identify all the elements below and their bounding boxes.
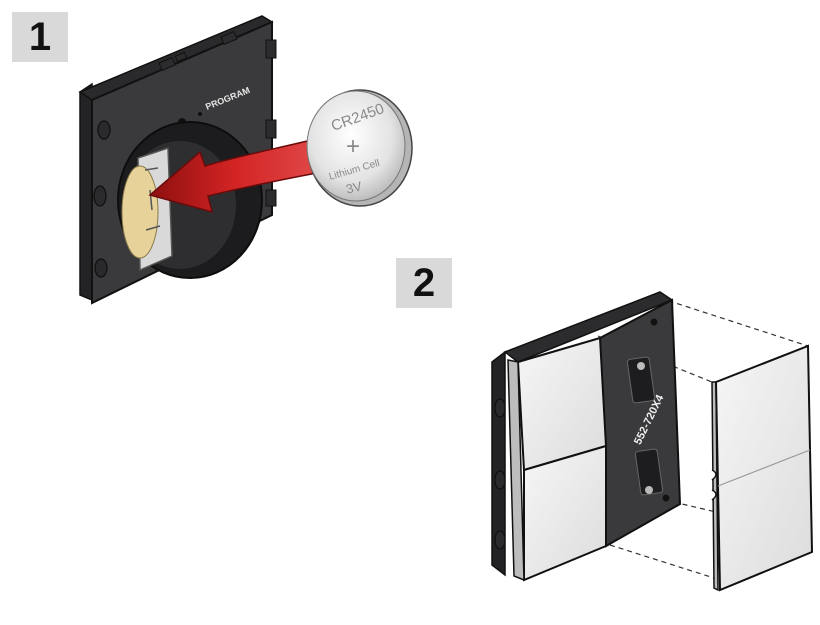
plate-side [79, 82, 93, 302]
insert-arrow [148, 137, 323, 214]
step-2-badge: 2 [396, 258, 452, 308]
step-1-illustration: PROGRAM CR2450 + Lithium Cell 3V [78, 15, 413, 305]
step-2-number: 2 [412, 260, 436, 305]
step-2-illustration: 552-720X4 [491, 291, 814, 592]
step-1-number: 1 [28, 14, 52, 59]
step-1-badge: 1 [12, 12, 68, 62]
battery-plus: + [346, 133, 360, 160]
lower-contact-slot [634, 448, 664, 496]
coin-cell-battery: CR2450 + Lithium Cell 3V [306, 89, 413, 207]
left-rocker-lower [523, 444, 607, 582]
battery-voltage: 3V [344, 178, 363, 196]
right-rocker-paddle [711, 344, 814, 592]
upper-contact-slot [626, 356, 656, 404]
